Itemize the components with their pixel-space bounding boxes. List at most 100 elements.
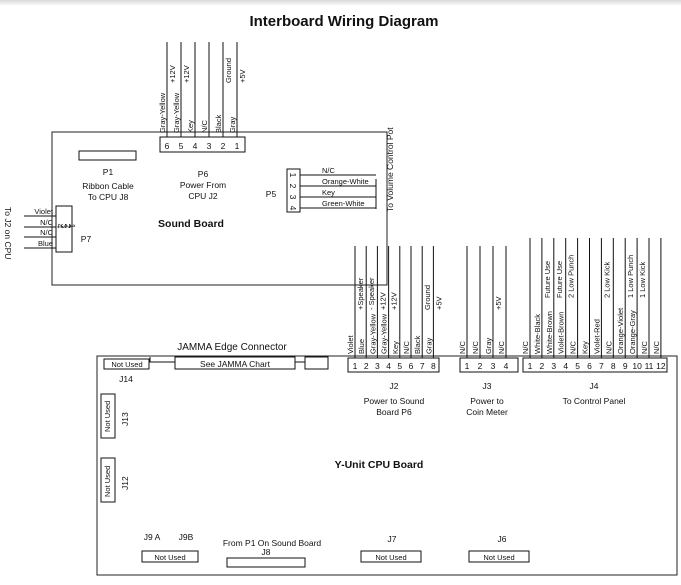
j4-pin-10: 10 <box>632 361 642 371</box>
j4-pin-2: 2 <box>540 361 545 371</box>
j6-name: J6 <box>498 534 507 544</box>
j2-pin-5: 5 <box>397 361 402 371</box>
p7-pin-2: 2 <box>63 224 73 229</box>
p6-signal-2: Ground <box>224 58 233 83</box>
j2-wire-color-6: N/C <box>402 341 411 355</box>
p6-pin-4: 4 <box>193 141 198 151</box>
j2-pin-1: 1 <box>353 361 358 371</box>
j4-wire-color-4: Violet-Brown <box>557 312 566 354</box>
p5-wire-color-4: Green-White <box>322 199 365 208</box>
j3-pin-1: 1 <box>465 361 470 371</box>
jamma-edge-step-right <box>294 357 306 363</box>
j2-desc-line2: Board P6 <box>376 407 412 417</box>
j3-signal-3: +5V <box>494 296 503 310</box>
j4-pin-4: 4 <box>563 361 568 371</box>
j2-signal-1: +Speaker <box>356 277 365 310</box>
window-top-shadow <box>0 0 681 6</box>
j4-pin-3: 3 <box>551 361 556 371</box>
j4-signal-2: Future Use <box>543 261 552 298</box>
j2-signal-8: +5V <box>434 296 443 310</box>
j12-name: J12 <box>120 476 130 490</box>
j4-wire-color-6: Key <box>581 341 590 354</box>
j2-wire-color-2: Blue <box>357 339 366 354</box>
cpu-board-outline <box>96 355 678 576</box>
j2-pin-7: 7 <box>420 361 425 371</box>
j2-desc-line1: Power to Sound <box>364 396 425 406</box>
p5-pins: 1 2 3 4 <box>288 173 298 211</box>
j2-wire-color-3: Gray-Yellow <box>368 313 377 354</box>
j4-wire-color-9: Orange-Violet <box>616 307 625 354</box>
j9a-name: J9 A <box>144 532 161 542</box>
sound-board-label: Sound Board <box>158 218 224 230</box>
j7-connector <box>360 550 422 563</box>
j4-pin-8: 8 <box>611 361 616 371</box>
p5-pin-3: 3 <box>288 195 298 200</box>
j9-not-used: Not Used <box>154 553 185 562</box>
p5-wire-color-2: Orange-White <box>322 177 369 186</box>
p6-pin-1: 1 <box>235 141 240 151</box>
p6-connector <box>159 136 246 153</box>
j2-pin-8: 8 <box>431 361 436 371</box>
j3-desc-line1: Power to <box>470 396 504 406</box>
j3-connector <box>459 357 519 373</box>
j14-name: J14 <box>119 374 133 384</box>
j2-pin-3: 3 <box>375 361 380 371</box>
p1-desc-line2: To CPU J8 <box>88 192 129 202</box>
p5-wire-color-1: N/C <box>322 166 336 175</box>
j4-wire-color-8: N/C <box>604 341 613 355</box>
j4-wire-color-12: N/C <box>652 341 661 355</box>
p6-wire-color-1: Gray <box>228 116 237 133</box>
j4-signal-4: 2 Low Punch <box>567 255 576 298</box>
j3-wire-color-4: N/C <box>497 341 506 355</box>
p6-wire-color-5: Gray-Yellow <box>172 92 181 133</box>
p6-signal-5: +12V <box>182 65 191 83</box>
p1-name: P1 <box>103 167 114 177</box>
j4-wire-color-11: N/C <box>640 341 649 355</box>
p7-destination: To J2 on CPU <box>3 207 13 259</box>
j4-wire-color-2: White-Black <box>533 314 542 354</box>
j3-pin-4: 4 <box>504 361 509 371</box>
j7-not-used: Not Used <box>375 553 406 562</box>
p6-pin-6: 6 <box>165 141 170 151</box>
p7-wire-color-1: Blue <box>38 239 53 248</box>
j2-signal-4: +12V <box>390 292 399 310</box>
j2-signal-3: +12V <box>378 292 387 310</box>
p6-name: P6 <box>198 169 209 179</box>
j4-pin-7: 7 <box>599 361 604 371</box>
p6-pin-2: 2 <box>221 141 226 151</box>
p6-pin-5: 5 <box>179 141 184 151</box>
p5-name: P5 <box>266 189 277 199</box>
p5-pin-4: 4 <box>288 206 298 211</box>
diagram-title: Interboard Wiring Diagram <box>249 13 438 30</box>
j3-wire-color-2: N/C <box>471 341 480 355</box>
j3-wire-color-3: Gray <box>484 337 493 354</box>
p5-pin-1: 1 <box>288 173 298 178</box>
p6-pin-3: 3 <box>207 141 212 151</box>
j4-signal-9: 1 Low Punch <box>626 255 635 298</box>
p6-wire-color-2: Black <box>214 114 223 133</box>
p6-wire-color-4: Key <box>186 120 195 133</box>
j13-name: J13 <box>120 412 130 426</box>
j4-wire-color-5: N/C <box>569 341 578 355</box>
j14-not-used: Not Used <box>111 360 142 369</box>
j2-wire-color-5: Key <box>391 341 400 354</box>
j2-pin-2: 2 <box>364 361 369 371</box>
p5-pin-2: 2 <box>288 184 298 189</box>
j7-name: J7 <box>388 534 397 544</box>
p7-connector <box>55 205 73 253</box>
j2-pin-6: 6 <box>409 361 414 371</box>
jamma-chart-label: See JAMMA Chart <box>200 359 271 369</box>
p6-wire-color-3: N/C <box>200 120 209 134</box>
p6-signal-6: +12V <box>168 65 177 83</box>
j3-pin-2: 2 <box>478 361 483 371</box>
sound-board-outline <box>51 131 388 286</box>
